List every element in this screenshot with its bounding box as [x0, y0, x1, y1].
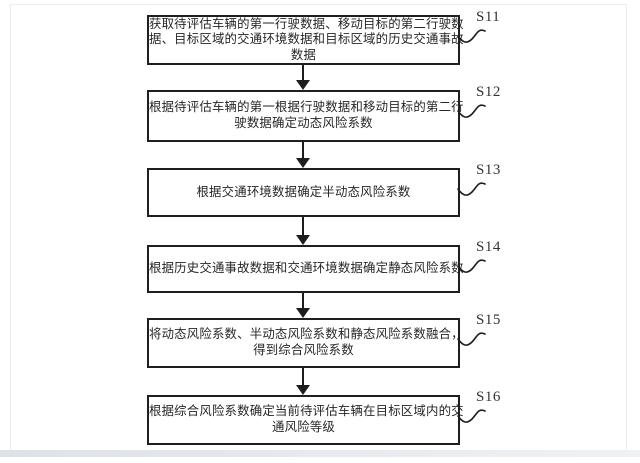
leader-curve-icon	[457, 259, 486, 273]
step-text-line: 根据历史交通事故数据和交通环境数据确定静态风险系数	[149, 261, 464, 276]
step-text-line: 据、目标区域的交通环境数据和目标区域的历史交通事故	[149, 32, 464, 47]
arrow-down-icon	[296, 368, 310, 395]
step-label-s14: S14	[476, 239, 501, 255]
leader-curve-icon	[457, 182, 486, 196]
step-text-line: 驶数据确定动态风险系数	[234, 116, 373, 130]
leader-curve-icon	[457, 29, 486, 43]
arrow-down-icon	[296, 293, 310, 318]
step-text-line: 通风险等级	[272, 420, 335, 434]
arrow-down-icon	[296, 217, 310, 245]
step-label-s11: S11	[476, 9, 501, 25]
page-edge-top	[10, 4, 627, 5]
step-label-s13: S13	[476, 162, 501, 178]
step-text-line: 数据	[290, 47, 317, 62]
leader-curve-icon	[457, 332, 486, 346]
arrow-down-icon	[296, 142, 310, 168]
flow-step-box-s13: 根据交通环境数据确定半动态风险系数	[147, 168, 460, 217]
step-text-line: 根据待评估车辆的第一根据行驶数据和移动目标的第二行	[149, 100, 464, 115]
page-edge-left	[10, 4, 11, 450]
flow-step-box-s15: 将动态风险系数、半动态风险系数和静态风险系数融合， 得到综合风险系数	[147, 318, 464, 368]
page-bottom-shadow	[0, 450, 640, 457]
step-text-line: 根据交通环境数据确定半动态风险系数	[196, 184, 411, 199]
step-label-s12: S12	[476, 84, 501, 100]
step-text-line: 获取待评估车辆的第一行驶数据、移动目标的第二行驶数	[149, 16, 464, 31]
page-edge-right	[626, 4, 627, 450]
flow-step-box-s12: 根据待评估车辆的第一根据行驶数据和移动目标的第二行 驶数据确定动态风险系数	[147, 90, 464, 142]
flow-step-box-s14: 根据历史交通事故数据和交通环境数据确定静态风险系数	[147, 245, 464, 293]
step-label-s16: S16	[476, 389, 501, 405]
step-text-line: 得到综合风险系数	[253, 343, 354, 357]
step-label-s15: S15	[476, 312, 501, 328]
step-text-line: 将动态风险系数、半动态风险系数和静态风险系数融合，	[149, 327, 464, 342]
arrow-down-icon	[296, 65, 310, 90]
step-text-line: 根据综合风险系数确定当前待评估车辆在目标区域内的交	[149, 404, 464, 419]
flow-step-box-s16: 根据综合风险系数确定当前待评估车辆在目标区域内的交 通风险等级	[147, 395, 464, 445]
leader-curve-icon	[457, 409, 486, 423]
flow-step-box-s11: 获取待评估车辆的第一行驶数据、移动目标的第二行驶数 据、目标区域的交通环境数据和…	[147, 15, 464, 65]
leader-curve-icon	[457, 104, 486, 118]
